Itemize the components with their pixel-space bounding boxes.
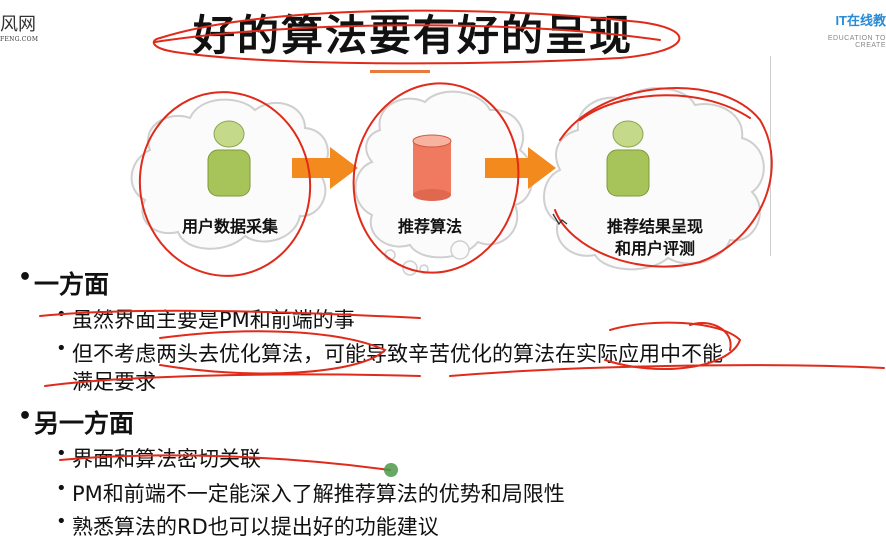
- bullet-item: 熟悉算法的RD也可以提出好的功能建议: [56, 511, 439, 541]
- user-icon: [207, 120, 251, 197]
- logo-domain: FENG.COM: [0, 36, 39, 43]
- arrow-right-icon: [292, 147, 358, 189]
- title-underline: [370, 70, 430, 73]
- user-icon: [606, 120, 650, 197]
- bullet-item-continuation: 满足要求: [72, 370, 156, 394]
- bullet-item: 但不考虑两头去优化算法，可能导致辛苦优化的算法在实际应用中不能: [56, 338, 723, 368]
- site-logo-right: IT在线教 EDUCATION TO CREATE: [796, 10, 886, 49]
- bullet-item: PM和前端不一定能深入了解推荐算法的优势和局限性: [56, 478, 565, 508]
- bullet-item: 虽然界面主要是PM和前端的事: [56, 304, 355, 334]
- node-label-data-collection: 用户数据采集: [181, 217, 278, 236]
- bullet-heading: 一方面: [18, 265, 109, 301]
- bullet-item: 界面和算法密切关联: [56, 443, 261, 473]
- node-label-result-display: 推荐结果呈现 和用户评测: [606, 217, 703, 258]
- node-label-algorithm: 推荐算法: [397, 217, 462, 236]
- arrow-right-icon: [485, 147, 556, 189]
- database-icon: [412, 134, 452, 201]
- logo-tagline: EDUCATION TO CREATE: [827, 35, 886, 49]
- site-logo-left: 风网 FENG.COM: [0, 14, 40, 44]
- logo-glyph: 风网: [0, 14, 36, 35]
- bullet-heading: 另一方面: [18, 404, 134, 440]
- logo-brand: IT在线教: [835, 13, 886, 28]
